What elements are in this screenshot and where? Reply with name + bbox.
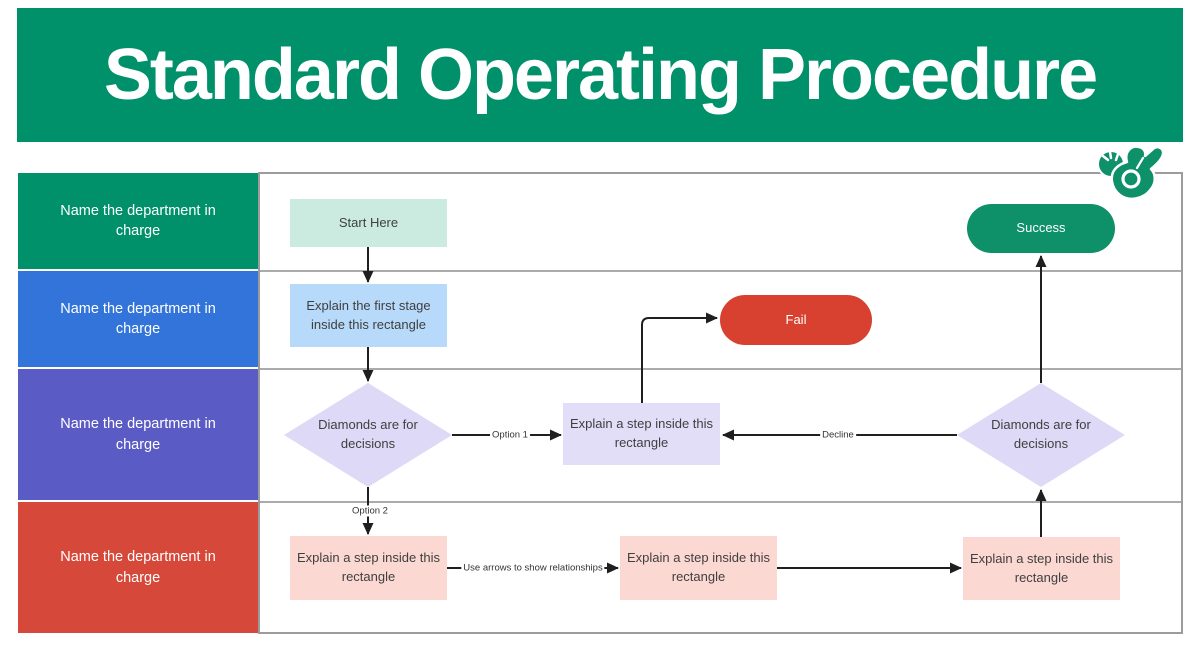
lane-label-3[interactable]: Name the department in charge — [18, 369, 258, 500]
lane-label-4-text: Name the department in charge — [60, 549, 216, 586]
node-success[interactable]: Success — [967, 204, 1115, 253]
node-mid-step-label: Explain a step inside this rectangle — [569, 416, 714, 450]
node-bottom-step-3-label: Explain a step inside this rectangle — [969, 550, 1114, 585]
node-first-stage[interactable]: Explain the first stage inside this rect… — [290, 284, 447, 347]
edge-label-option-1: Option 1 — [490, 429, 530, 441]
lane-label-2[interactable]: Name the department in charge — [18, 271, 258, 367]
node-first-stage-label: Explain the first stage inside this rect… — [306, 297, 431, 332]
node-decision-right-label: Diamonds are for decisions — [991, 417, 1091, 451]
node-bottom-step-2[interactable]: Explain a step inside this rectangle — [620, 536, 777, 600]
edge-label-decline: Decline — [820, 429, 856, 441]
edge-label-relationships: Use arrows to show relationships — [461, 562, 605, 574]
lane-label-3-text: Name the department in charge — [60, 416, 216, 453]
node-decision-left-label: Diamonds are for decisions — [318, 417, 418, 451]
lane-label-1[interactable]: Name the department in charge — [18, 173, 258, 269]
lane-divider-2 — [260, 368, 1181, 370]
click-snap-hand-icon — [1097, 145, 1165, 201]
node-fail-label: Fail — [785, 311, 807, 327]
lane-label-1-text: Name the department in charge — [60, 202, 216, 239]
lane-divider-1 — [260, 270, 1181, 272]
lane-divider-3 — [260, 501, 1181, 503]
node-bottom-step-3[interactable]: Explain a step inside this rectangle — [963, 537, 1120, 600]
node-mid-step[interactable]: Explain a step inside this rectangle — [563, 403, 720, 465]
lane-label-4[interactable]: Name the department in charge — [18, 502, 258, 633]
node-start-label: Start Here — [338, 214, 399, 230]
lane-label-2-text: Name the department in charge — [60, 300, 216, 337]
title-banner: Standard Operating Procedure — [17, 8, 1183, 142]
node-fail[interactable]: Fail — [720, 295, 872, 345]
node-bottom-step-2-label: Explain a step inside this rectangle — [626, 550, 771, 584]
edge-label-option-2: Option 2 — [350, 505, 390, 517]
node-start[interactable]: Start Here — [290, 199, 447, 247]
node-bottom-step-1-label: Explain a step inside this rectangle — [296, 550, 441, 584]
page-title: Standard Operating Procedure — [103, 35, 1098, 115]
node-success-label: Success — [1016, 220, 1066, 236]
node-bottom-step-1[interactable]: Explain a step inside this rectangle — [290, 536, 447, 600]
